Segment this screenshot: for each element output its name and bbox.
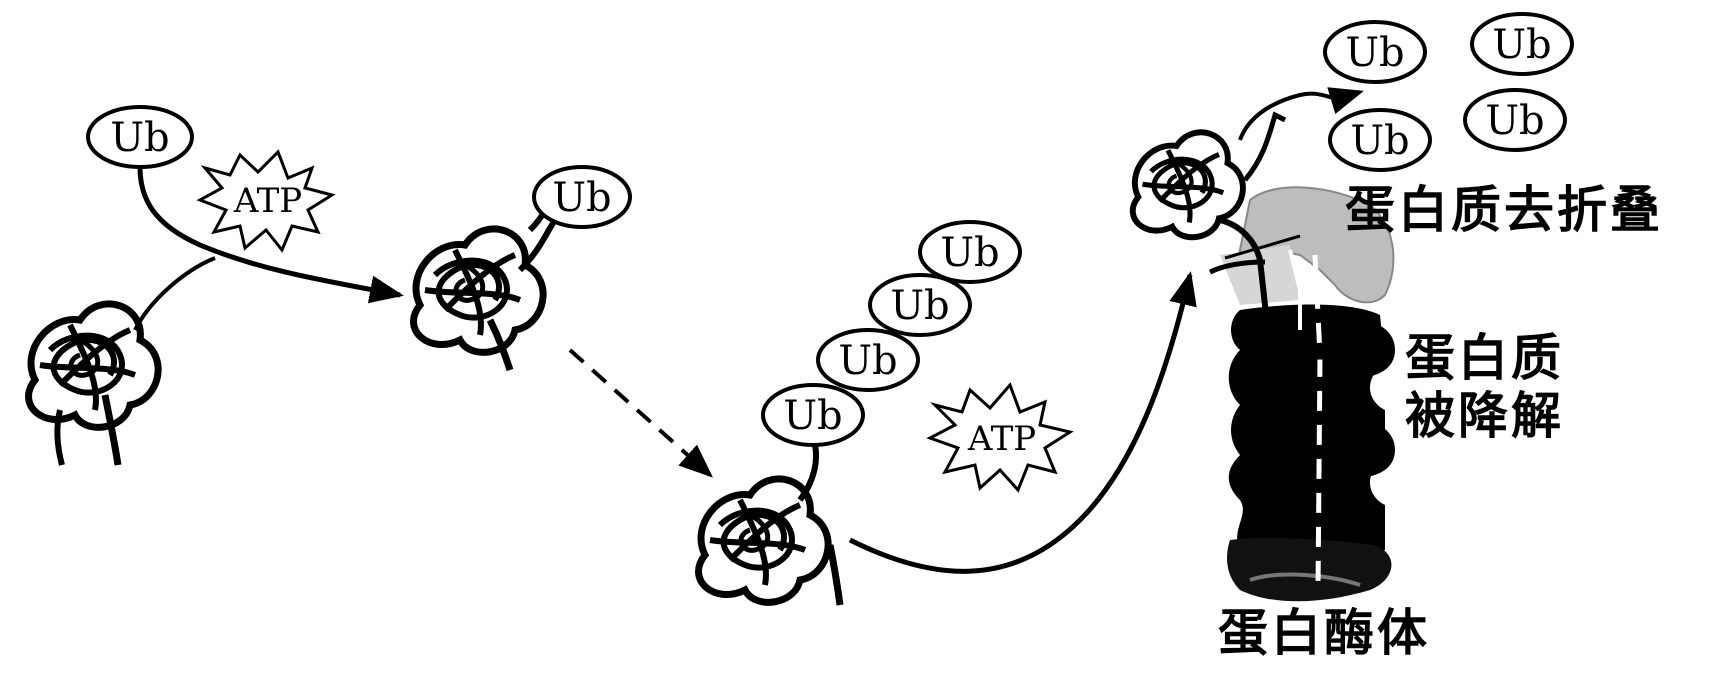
label-protein-unfolding: 蛋白质去折叠	[1345, 181, 1663, 239]
label-protein-degraded: 蛋白质 被降解	[1405, 329, 1564, 445]
atp-burst-1: ATP	[196, 149, 336, 253]
ubiquitin-attached-2: Ub	[532, 165, 632, 229]
ub-chain-label-3: Ub	[890, 283, 949, 329]
ub-released-label-1: Ub	[1345, 30, 1404, 76]
protein-stage-3	[699, 271, 1197, 605]
protein-stage-2	[414, 194, 558, 372]
ub-released-label-4: Ub	[1485, 98, 1544, 144]
ubiquitin-chain: Ub Ub Ub Ub	[761, 220, 1022, 447]
atp-label-1: ATP	[233, 181, 302, 221]
ub-chain-label-2: Ub	[838, 338, 897, 384]
atp-burst-2: ATP	[926, 382, 1074, 493]
ub-chain-label-4: Ub	[940, 230, 999, 276]
ubiquitin-free-1: Ub	[86, 105, 404, 304]
label-degraded-line1: 蛋白质	[1405, 329, 1564, 387]
ub-label-1: Ub	[110, 115, 169, 161]
dashed-arrow	[568, 348, 713, 478]
proteasome	[1220, 186, 1395, 602]
label-proteasome: 蛋白酶体	[1218, 604, 1430, 662]
protein-stage-4	[1133, 87, 1380, 360]
label-degraded-line2: 被降解	[1405, 386, 1564, 445]
protein-stage-1	[29, 256, 216, 466]
ub-released-label-2: Ub	[1492, 22, 1551, 68]
ub-label-2: Ub	[552, 175, 611, 221]
ub-chain-label-1: Ub	[783, 393, 842, 439]
released-ubiquitins: Ub Ub Ub Ub	[1323, 12, 1574, 172]
ub-released-label-3: Ub	[1350, 118, 1409, 164]
atp-label-2: ATP	[967, 419, 1036, 459]
